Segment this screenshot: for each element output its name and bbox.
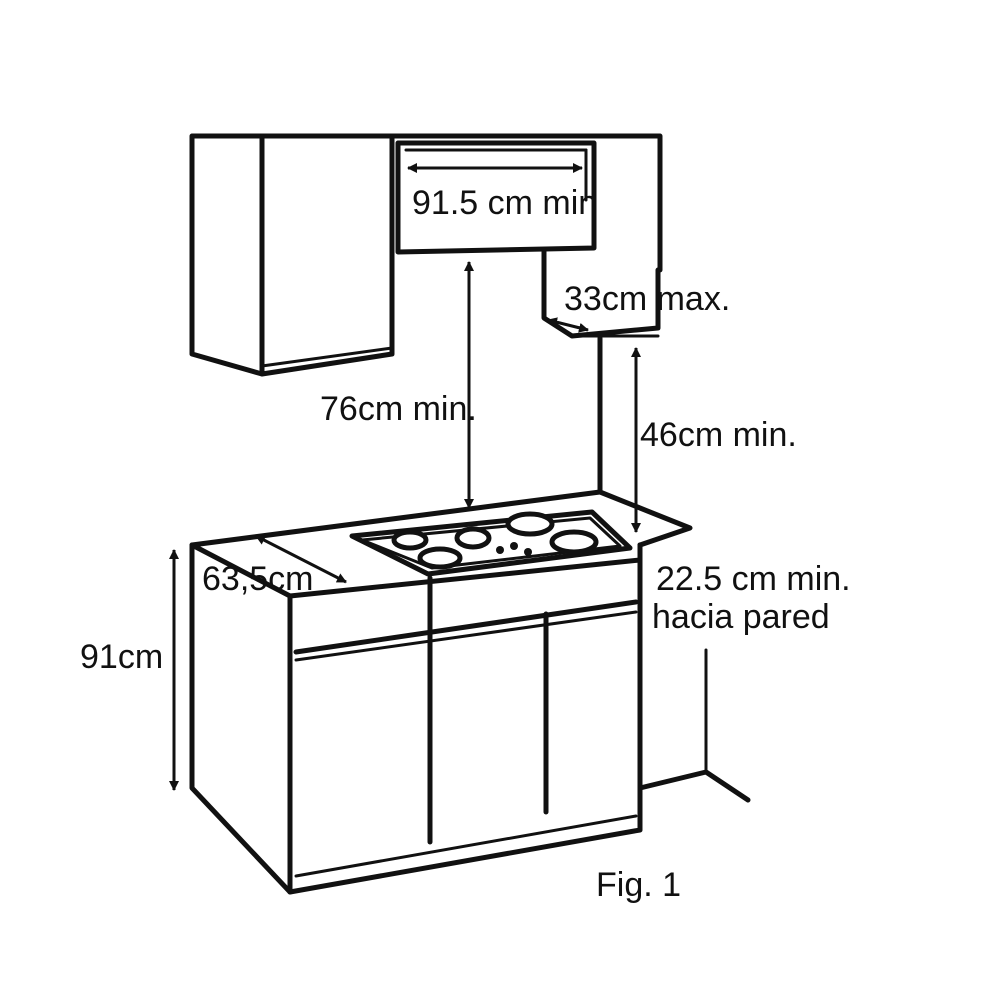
label-cabinet-to-counter: 46cm min. — [640, 416, 797, 454]
cooktop-burner — [391, 529, 429, 551]
figure-caption: Fig. 1 — [596, 866, 681, 904]
label-hood-to-cooktop: 76cm min. — [320, 390, 477, 428]
cooktop-burner — [454, 526, 492, 550]
cooktop-burner — [549, 529, 599, 555]
dimension-arrow-cabinet-depth — [547, 317, 589, 333]
dimension-arrow-counter-depth — [255, 534, 347, 584]
dimension-arrows — [169, 163, 641, 791]
cooktop — [349, 509, 633, 577]
upper-cabinets — [189, 133, 663, 495]
labels: 91.5 cm min 33cm max. 76cm min. 46cm min… — [80, 184, 851, 904]
label-hood-width: 91.5 cm min — [412, 184, 597, 222]
label-counter-height: 91cm — [80, 638, 163, 676]
label-cabinet-depth: 33cm max. — [564, 280, 730, 318]
base-cabinet — [189, 489, 751, 895]
label-counter-depth: 63,5cm — [202, 560, 314, 598]
cooktop-burner — [417, 546, 463, 570]
label-wall-clearance-note: hacia pared — [652, 598, 830, 636]
label-wall-clearance: 22.5 cm min. — [656, 560, 851, 598]
cooktop-burner — [505, 511, 555, 537]
